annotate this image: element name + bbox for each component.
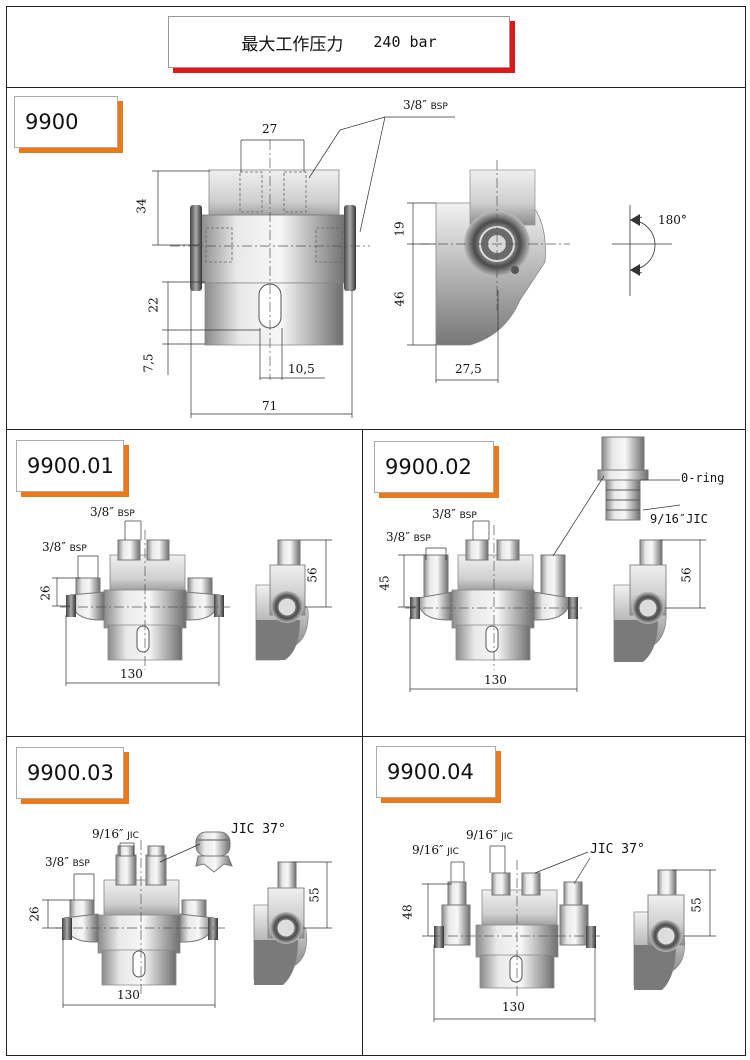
- dashed-side-right: [315, 227, 343, 263]
- dim-130-03: 130: [117, 988, 140, 1002]
- thread-type: BSP: [413, 534, 431, 544]
- thread-size: 3/8″: [90, 505, 114, 519]
- jic-angle-03: JIC 37°: [231, 822, 286, 837]
- jic-angle-04: JIC 37°: [590, 842, 645, 857]
- thread-size: 3/8″: [432, 507, 456, 521]
- jic-label-02: 9/16″JIC: [650, 512, 708, 526]
- rotation-180: 180°: [658, 213, 687, 227]
- dim-130-02: 130: [484, 673, 507, 687]
- oring-label: 0-ring: [681, 471, 725, 485]
- thread-side-04: 9/16″ JIC: [412, 843, 459, 857]
- thread-type: JIC: [447, 847, 459, 857]
- thread-size: 9/16″: [466, 828, 498, 842]
- side-top: [469, 169, 536, 226]
- dashed-side-left: [205, 227, 233, 263]
- model-label-text: 9900.03: [27, 761, 114, 785]
- top-block: [208, 169, 340, 223]
- main-body: [199, 214, 347, 284]
- thread-type: BSP: [72, 859, 90, 869]
- model-label-9900: 9900: [14, 96, 118, 148]
- thread-type: JIC: [501, 832, 513, 842]
- model-label-text: 9900: [25, 110, 79, 134]
- thread-type: BSP: [430, 102, 448, 112]
- thread-size: 3/8″: [45, 855, 69, 869]
- thread-size: 3/8″: [42, 540, 66, 554]
- model-label-9900-02: 9900.02: [374, 441, 494, 493]
- model-label-text: 9900.04: [387, 760, 474, 784]
- thread-top-03: 9/16″ JIC: [92, 827, 139, 841]
- dim-71: 71: [262, 399, 278, 413]
- dim-48-04: 48: [400, 904, 415, 920]
- model-label-9900-03: 9900.03: [16, 747, 124, 799]
- model-label-text: 9900.01: [27, 454, 114, 478]
- thread-size: 9/16″: [412, 843, 444, 857]
- dim-10-5: 10,5: [288, 362, 315, 376]
- max-pressure-title: 最大工作压力 240 bar: [168, 16, 510, 68]
- thread-side-01: 3/8″ BSP: [42, 540, 87, 554]
- dashed-port-right: [283, 171, 307, 213]
- model-label-9900-04: 9900.04: [376, 746, 496, 798]
- thread-side-02: 3/8″ BSP: [386, 530, 431, 544]
- thread-type: BSP: [459, 511, 477, 521]
- dim-130-01: 130: [120, 667, 143, 681]
- thread-type: BSP: [69, 544, 87, 554]
- title-text: 最大工作压力: [241, 34, 344, 55]
- thread-top-01: 3/8″ BSP: [90, 505, 135, 519]
- thread-size: 3/8″: [386, 530, 410, 544]
- thread-top-04: 9/16″ JIC: [466, 828, 513, 842]
- dashed-port-left: [239, 171, 263, 213]
- left-cap: [190, 205, 202, 291]
- thread-side-03: 3/8″ BSP: [45, 855, 90, 869]
- dim-27: 27: [262, 122, 278, 136]
- thread-size: 9/16″: [92, 827, 124, 841]
- right-cap: [344, 205, 356, 291]
- thread-top-02: 3/8″ BSP: [432, 507, 477, 521]
- thread-type: BSP: [117, 509, 135, 519]
- thread-size: 3/8″: [403, 98, 427, 112]
- thread-type: JIC: [127, 831, 139, 841]
- model-label-text: 9900.02: [385, 455, 472, 479]
- pressure-value: 240 bar: [373, 33, 437, 51]
- dim-27-5: 27,5: [455, 362, 482, 376]
- model-label-9900-01: 9900.01: [16, 440, 124, 492]
- dim-130-04: 130: [502, 1000, 525, 1014]
- thread-callout-9900: 3/8″ BSP: [403, 98, 448, 112]
- panel-04-frame: [362, 736, 746, 1056]
- dim-55-04: 55: [689, 897, 704, 913]
